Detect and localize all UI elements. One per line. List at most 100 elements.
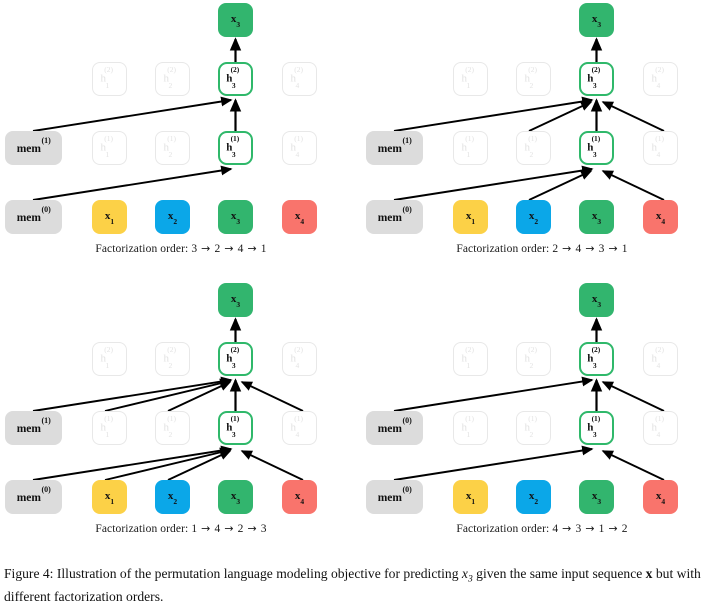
order-prefix-label: Factorization order: xyxy=(95,243,189,255)
factorization-order-caption: Factorization order: 4 → 3 → 1 → 2 xyxy=(361,522,723,535)
memory-node-upper[interactable]: mem(0) xyxy=(366,411,423,445)
factorization-order-caption: Factorization order: 2 → 4 → 3 → 1 xyxy=(361,242,723,255)
order-step-1: 2 xyxy=(552,243,559,255)
memory-node-upper[interactable]: mem(1) xyxy=(5,411,62,445)
output-node-label: x3 xyxy=(230,292,241,310)
hidden-node-h4-layer1: h4(1) xyxy=(643,131,678,165)
arrow-icon: → xyxy=(608,522,618,535)
token-node-x4[interactable]: x4 xyxy=(643,480,678,514)
figure-number: Figure 4: xyxy=(4,566,54,581)
hidden-node-h2-layer1: h2(1) xyxy=(516,131,551,165)
token-node-x1[interactable]: x1 xyxy=(453,480,488,514)
order-step-4: 1 xyxy=(260,243,267,255)
token-node-x1[interactable]: x1 xyxy=(453,200,488,234)
token-node-x4[interactable]: x4 xyxy=(643,200,678,234)
token-node-x2[interactable]: x2 xyxy=(516,200,551,234)
order-step-1: 1 xyxy=(191,523,198,535)
arrow-icon: → xyxy=(562,242,572,255)
output-node-label: x3 xyxy=(591,12,602,30)
arrow-icon: → xyxy=(224,522,234,535)
hidden-node-h1-layer2: h1(2) xyxy=(453,342,488,376)
hidden-node-h2-layer1: h2(1) xyxy=(155,131,190,165)
token-node-x4[interactable]: x4 xyxy=(282,200,317,234)
figure-caption: Figure 4: Illustration of the permutatio… xyxy=(4,565,719,606)
order-step-2: 4 xyxy=(214,523,221,535)
memory-node-lower[interactable]: mem(0) xyxy=(366,480,423,514)
hidden-node-h3-layer1[interactable]: h3(1) xyxy=(218,411,253,445)
memory-node-upper[interactable]: mem(1) xyxy=(5,131,62,165)
hidden-node-h3-layer2[interactable]: h3(2) xyxy=(579,342,614,376)
output-node-x3[interactable]: x3 xyxy=(579,283,614,317)
output-node-x3[interactable]: x3 xyxy=(579,3,614,37)
hidden-node-h2-layer2: h2(2) xyxy=(516,342,551,376)
arrow-icon: → xyxy=(201,522,211,535)
panel-bottom-left: x3 h1(2) h2(2) h3(2) h4(2) mem(1) h1(1) … xyxy=(0,280,362,560)
order-step-2: 2 xyxy=(214,243,221,255)
caption-bold-x: x xyxy=(645,566,653,581)
output-node-x3[interactable]: x3 xyxy=(218,283,253,317)
hidden-node-h2-layer1: h2(1) xyxy=(516,411,551,445)
token-node-x3[interactable]: x3 xyxy=(218,200,253,234)
token-node-x3[interactable]: x3 xyxy=(579,200,614,234)
hidden-node-h3-layer1[interactable]: h3(1) xyxy=(218,131,253,165)
hidden-node-h1-layer1: h1(1) xyxy=(92,131,127,165)
token-node-x4[interactable]: x4 xyxy=(282,480,317,514)
hidden-node-h2-layer2: h2(2) xyxy=(155,62,190,96)
caption-text-part-2: given the same input sequence xyxy=(472,566,646,581)
hidden-node-h3-layer1[interactable]: h3(1) xyxy=(579,411,614,445)
order-step-3: 3 xyxy=(598,243,605,255)
order-step-1: 3 xyxy=(191,243,198,255)
order-step-3: 4 xyxy=(237,243,244,255)
token-node-x3[interactable]: x3 xyxy=(579,480,614,514)
hidden-node-h3-layer2[interactable]: h3(2) xyxy=(218,342,253,376)
arrow-icon: → xyxy=(562,522,572,535)
token-node-x2[interactable]: x2 xyxy=(516,480,551,514)
arrow-icon: → xyxy=(585,522,595,535)
hidden-node-h1-layer2: h1(2) xyxy=(92,342,127,376)
order-step-2: 3 xyxy=(575,523,582,535)
hidden-node-h4-layer2: h4(2) xyxy=(643,342,678,376)
order-step-2: 4 xyxy=(575,243,582,255)
memory-node-lower[interactable]: mem(0) xyxy=(366,200,423,234)
panel-top-left: x3 h1(2) h2(2) h3(2) h4(2) mem(1) h1(1) … xyxy=(0,0,362,280)
hidden-node-h2-layer1: h2(1) xyxy=(155,411,190,445)
memory-node-lower[interactable]: mem(0) xyxy=(5,200,62,234)
arrow-icon: → xyxy=(224,242,234,255)
hidden-node-h1-layer1: h1(1) xyxy=(92,411,127,445)
edge-layer xyxy=(393,37,665,201)
output-node-x3[interactable]: x3 xyxy=(218,3,253,37)
token-node-x1[interactable]: x1 xyxy=(92,200,127,234)
hidden-node-h2-layer2: h2(2) xyxy=(516,62,551,96)
hidden-node-h3-layer1[interactable]: h3(1) xyxy=(579,131,614,165)
figure-canvas: x3 h1(2) h2(2) h3(2) h4(2) mem(1) h1(1) … xyxy=(0,0,723,560)
caption-math-x3: x3 xyxy=(461,566,473,585)
hidden-node-h4-layer1: h4(1) xyxy=(643,411,678,445)
token-node-x1[interactable]: x1 xyxy=(92,480,127,514)
hidden-node-h1-layer1: h1(1) xyxy=(453,411,488,445)
order-step-4: 3 xyxy=(260,523,267,535)
panel-top-right: x3 h1(2) h2(2) h3(2) h4(2) mem(1) h1(1) … xyxy=(361,0,723,280)
hidden-node-h3-layer2[interactable]: h3(2) xyxy=(579,62,614,96)
arrow-icon: → xyxy=(585,242,595,255)
hidden-node-h4-layer2: h4(2) xyxy=(282,342,317,376)
hidden-node-h4-layer1: h4(1) xyxy=(282,411,317,445)
memory-node-lower[interactable]: mem(0) xyxy=(5,480,62,514)
order-step-1: 4 xyxy=(552,523,559,535)
factorization-order-caption: Factorization order: 1 → 4 → 2 → 3 xyxy=(0,522,362,535)
edge-layer xyxy=(32,317,304,481)
token-node-x2[interactable]: x2 xyxy=(155,480,190,514)
arrow-icon: → xyxy=(247,242,257,255)
order-step-4: 2 xyxy=(621,523,628,535)
panel-bottom-right: x3 h1(2) h2(2) h3(2) h4(2) mem(0) h1(1) … xyxy=(361,280,723,560)
arrow-icon: → xyxy=(247,522,257,535)
hidden-node-h3-layer2[interactable]: h3(2) xyxy=(218,62,253,96)
token-node-x3[interactable]: x3 xyxy=(218,480,253,514)
memory-node-upper[interactable]: mem(1) xyxy=(366,131,423,165)
order-step-4: 1 xyxy=(621,243,628,255)
edge-layer xyxy=(32,37,242,201)
order-step-3: 1 xyxy=(598,523,605,535)
output-node-label: x3 xyxy=(230,12,241,30)
hidden-node-h1-layer2: h1(2) xyxy=(92,62,127,96)
hidden-node-h4-layer2: h4(2) xyxy=(282,62,317,96)
token-node-x2[interactable]: x2 xyxy=(155,200,190,234)
